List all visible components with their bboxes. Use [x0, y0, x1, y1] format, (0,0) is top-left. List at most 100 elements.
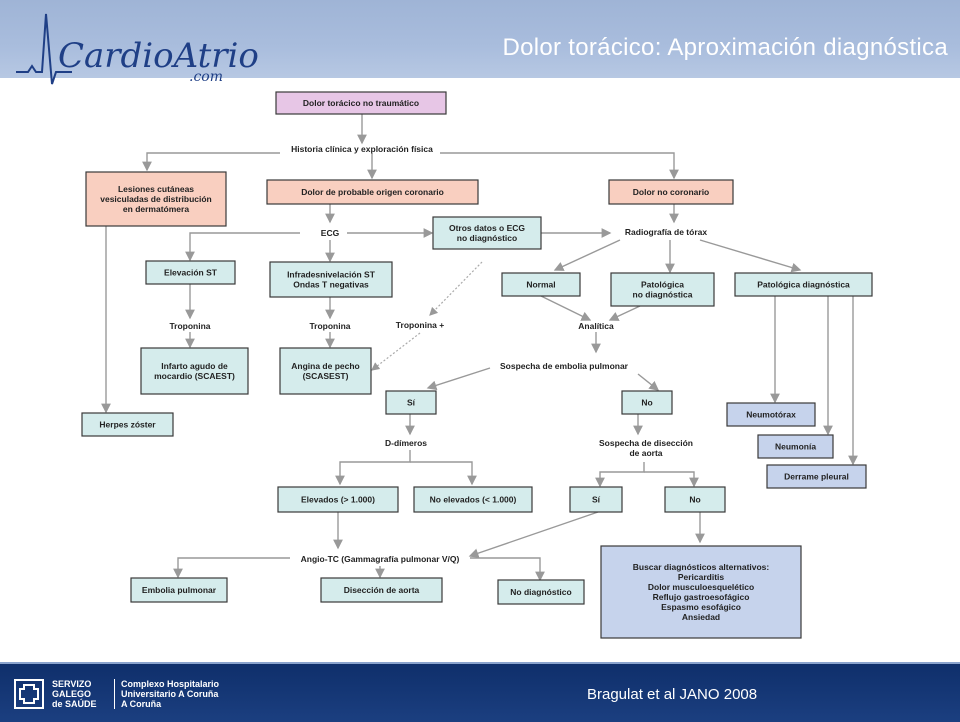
label-sospecha-embolia: Sospecha de embolia pulmonar [500, 361, 629, 371]
node-text: No diagnóstico [510, 587, 571, 597]
node-text: no diagnóstico [457, 233, 517, 243]
sg-line: SERVIZO [52, 679, 92, 689]
node-box [432, 216, 542, 250]
node-box [275, 91, 447, 115]
node-text: Dolor no coronario [633, 187, 710, 197]
node-si-2: Sí [569, 486, 623, 513]
node-text: Espasmo esofágico [661, 602, 741, 612]
label-radiografia: Radiografía de tórax [625, 227, 707, 237]
node-box [277, 486, 399, 513]
node-text: vesiculadas de distribución [100, 194, 211, 204]
node-box [766, 464, 867, 489]
node-angina: Angina de pecho(SCASEST) [279, 347, 372, 395]
node-text: Buscar diagnósticos alternativos: [633, 562, 770, 572]
label-troponina-plus: Troponina + [396, 320, 444, 330]
node-no-elevados: No elevados (< 1.000) [413, 486, 533, 513]
label-sospecha-diseccion: de aorta [629, 448, 662, 458]
node-neumotorax: Neumotórax [726, 402, 816, 427]
node-box [621, 390, 673, 415]
node-text: Ondas T negativas [293, 280, 369, 290]
node-box [610, 272, 715, 307]
node-text: Neumotórax [746, 410, 796, 420]
node-box [130, 577, 228, 603]
label-troponina-2: Troponina [309, 321, 350, 331]
cross-emblem-icon [14, 679, 44, 709]
sg-line: GALEGO [52, 689, 92, 699]
node-embolia: Embolia pulmonar [130, 577, 228, 603]
node-text: No [689, 495, 700, 505]
node-text: Ansiedad [682, 612, 720, 622]
node-herpes: Herpes zóster [81, 412, 174, 437]
node-box [266, 179, 479, 205]
node-no-1: No [621, 390, 673, 415]
node-text: Elevados (> 1.000) [301, 495, 375, 505]
node-diseccion: Disección de aorta [320, 577, 443, 603]
node-text: Patológica [641, 280, 684, 290]
node-dolor-no-traumatico: Dolor torácico no traumático [275, 91, 447, 115]
slide-title: Dolor torácico: Aproximación diagnóstica [502, 34, 948, 61]
node-normal: Normal [501, 272, 581, 297]
node-text: Infradesnivelación ST [287, 270, 376, 280]
sg-line: de SAÚDE [52, 699, 97, 709]
logo-divider [114, 679, 115, 709]
node-box [140, 347, 249, 395]
servizo-galego-text: SERVIZO GALEGO de SAÚDE [52, 679, 108, 709]
node-box [600, 545, 802, 639]
node-text: Neumonía [775, 442, 816, 452]
hospital-line: Complexo Hospitalario [121, 679, 220, 689]
node-text: Elevación ST [164, 268, 218, 278]
node-text: Patológica diagnóstica [757, 280, 850, 290]
label-d-dimeros: D-dímeros [385, 438, 427, 448]
header-bar: CardioAtrio .com Dolor torácico: Aproxim… [0, 0, 960, 85]
cardioatrio-logo: CardioAtrio .com [14, 6, 259, 88]
node-box [569, 486, 623, 513]
node-text: Dolor musculoesquelético [648, 582, 754, 592]
node-buscar: Buscar diagnósticos alternativos:Pericar… [600, 545, 802, 639]
hospital-line: Universitario A Coruña [121, 689, 219, 699]
label-angio-tc: Angio-TC (Gammagrafía pulmonar V/Q) [301, 554, 460, 564]
node-text: No elevados (< 1.000) [430, 495, 517, 505]
ecg-wave-icon [16, 13, 72, 85]
hospital-name-text: Complexo Hospitalario Universitario A Co… [121, 679, 231, 709]
node-box [269, 261, 393, 298]
node-box [85, 171, 227, 227]
node-text: Sí [407, 398, 416, 408]
node-text: Otros datos o ECG [449, 223, 525, 233]
node-derrame: Derrame pleural [766, 464, 867, 489]
node-box [757, 434, 834, 459]
node-no-diagnostico: No diagnóstico [497, 579, 585, 605]
node-box [81, 412, 174, 437]
node-box [497, 579, 585, 605]
node-text: en dermatómera [123, 204, 189, 214]
node-box [385, 390, 437, 415]
label-historia: Historia clínica y exploración física [291, 144, 433, 154]
hospital-line: A Coruña [121, 699, 162, 709]
node-box [501, 272, 581, 297]
logo-sub: .com [189, 69, 223, 85]
node-box [320, 577, 443, 603]
node-box [664, 486, 726, 513]
node-text: Infarto agudo de [161, 361, 228, 371]
node-probable-coronario: Dolor de probable origen coronario [266, 179, 479, 205]
node-text: Embolia pulmonar [142, 585, 217, 595]
label-analitica: Analítica [578, 321, 614, 331]
node-box [279, 347, 372, 395]
node-box [734, 272, 873, 297]
label-ecg: ECG [321, 228, 340, 238]
label-sospecha-diseccion: Sospecha de disección [599, 438, 693, 448]
node-box [726, 402, 816, 427]
node-text: Pericarditis [678, 572, 725, 582]
node-box [145, 260, 236, 285]
node-text: Derrame pleural [784, 472, 849, 482]
flow-connectors [101, 113, 858, 582]
node-elevacion-st: Elevación ST [145, 260, 236, 285]
node-text: Lesiones cutáneas [118, 184, 194, 194]
citation: Bragulat et al JANO 2008 [587, 686, 758, 703]
node-text: (SCASEST) [303, 371, 349, 381]
node-text: mocardio (SCAEST) [154, 371, 235, 381]
